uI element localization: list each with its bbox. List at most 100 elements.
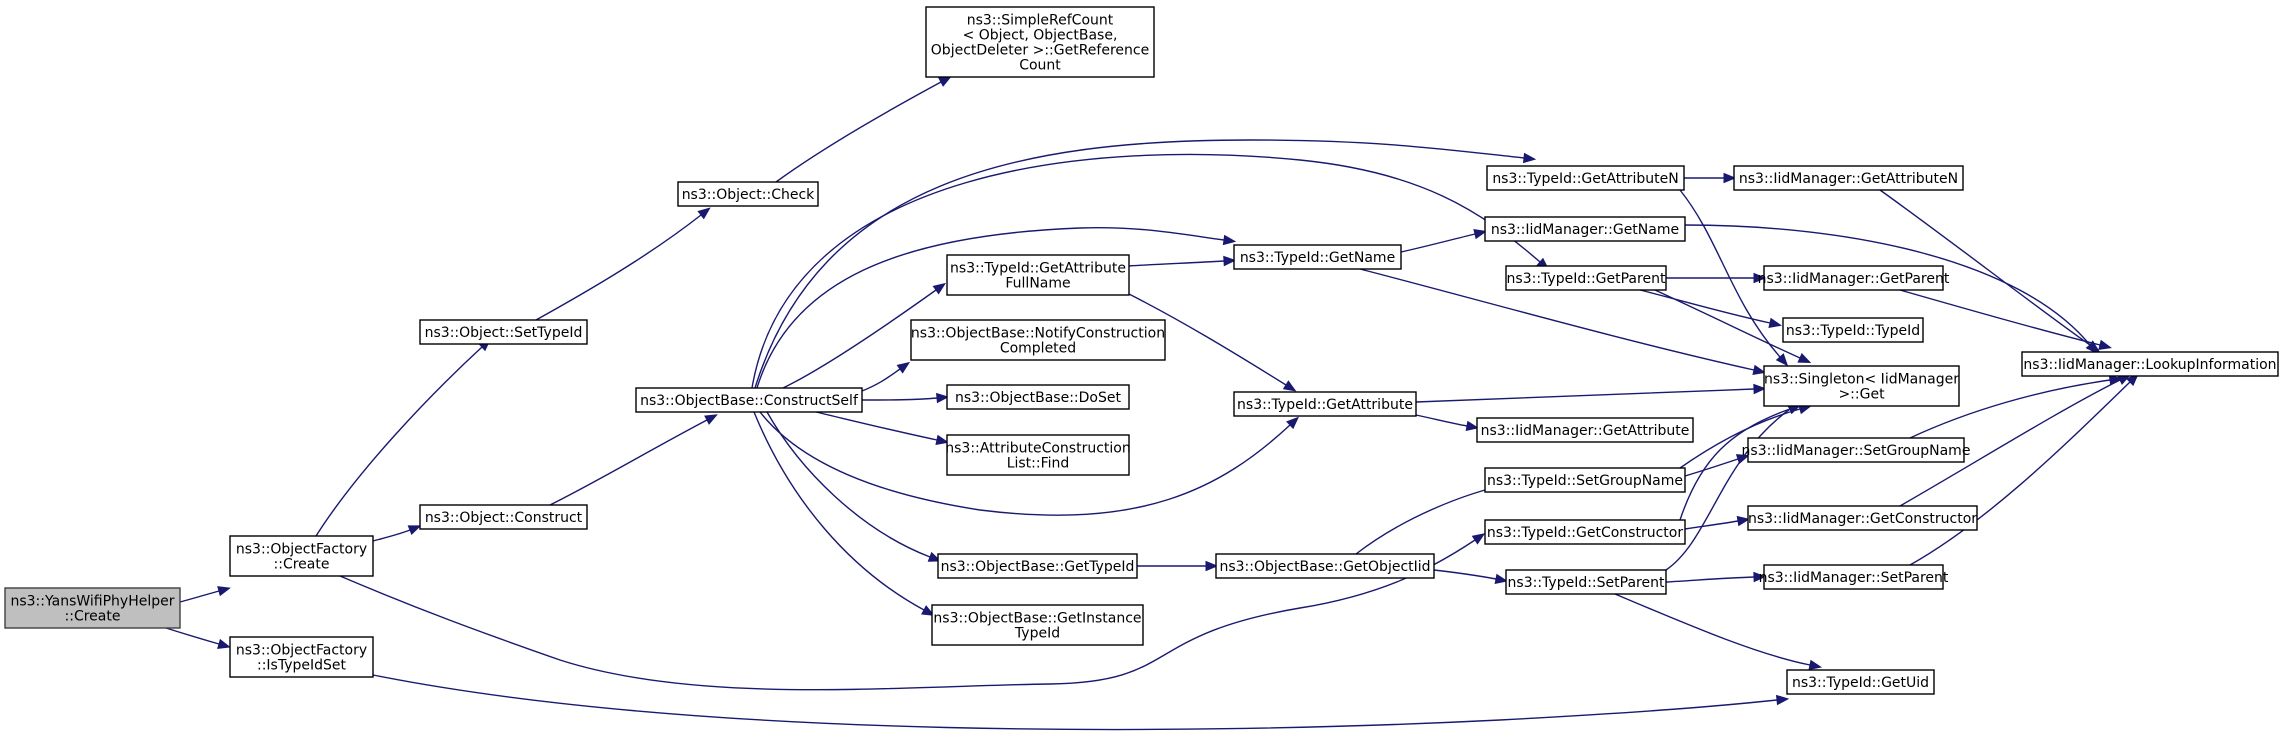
node-tid-setgroupname[interactable]: ns3::TypeId::SetGroupName <box>1484 467 1686 493</box>
node-label: ns3::YansWifiPhyHelper <box>10 594 174 610</box>
arrowhead <box>1473 229 1487 240</box>
node-iid-getattribute[interactable]: ns3::IidManager::GetAttribute <box>1476 417 1694 443</box>
arrowhead <box>217 638 231 649</box>
edge-tid_getattribute-to-singleton_get <box>1415 383 1767 403</box>
node-of-create[interactable]: ns3::ObjectFactory::Create <box>229 535 374 577</box>
node-obj-construct[interactable]: ns3::Object::Construct <box>419 504 588 530</box>
arrowhead <box>407 525 422 536</box>
arrowhead <box>1775 353 1789 367</box>
node-obj-check[interactable]: ns3::Object::Check <box>677 181 819 207</box>
edge-tid_getparent-to-iid_getparent <box>1666 272 1767 284</box>
node-tid-setparent[interactable]: ns3::TypeId::SetParent <box>1505 569 1667 595</box>
node-tid-typeid[interactable]: ns3::TypeId::TypeId <box>1782 317 1924 343</box>
node-label: ns3::TypeId::GetAttribute <box>1237 397 1413 413</box>
arrowhead <box>1736 515 1751 527</box>
node-label: ns3::AttributeConstruction <box>945 441 1130 457</box>
node-label: ns3::IidManager::GetParent <box>1758 271 1950 287</box>
edge-tid_getconstructor-to-iid_getconstructor <box>1684 515 1751 530</box>
edge-tid_getattribute-to-iid_getattribute <box>1415 414 1480 432</box>
arrowhead <box>938 76 952 87</box>
node-label: ns3::TypeId::GetAttribute <box>950 261 1126 277</box>
arrowhead <box>704 414 718 425</box>
node-label: ns3::IidManager::SetParent <box>1759 570 1949 586</box>
arrowhead <box>1223 255 1237 267</box>
node-ob-constructself[interactable]: ns3::ObjectBase::ConstructSelf <box>635 387 863 413</box>
arrowhead <box>896 361 911 374</box>
edge-ob_gettypeid-to-ob_getobjectiid <box>1136 560 1219 572</box>
node-label: ns3::TypeId::SetParent <box>1508 575 1665 591</box>
edge-tid_getparent-to-tid_typeid <box>1639 289 1783 329</box>
node-ob-gettypeid[interactable]: ns3::ObjectBase::GetTypeId <box>937 553 1138 579</box>
node-iid-setgroupname[interactable]: ns3::IidManager::SetGroupName <box>1742 437 1971 463</box>
node-iid-lookup[interactable]: ns3::IidManager::LookupInformation <box>2021 351 2279 377</box>
node-refcount[interactable]: ns3::SimpleRefCount< Object, ObjectBase,… <box>925 6 1155 78</box>
node-label: ns3::TypeId::GetConstructor <box>1487 525 1683 541</box>
node-label: ns3::TypeId::SetGroupName <box>1487 473 1683 489</box>
node-tid-getattributen[interactable]: ns3::TypeId::GetAttributeN <box>1486 165 1685 191</box>
node-label: Count <box>1019 58 1061 74</box>
node-label: TypeId <box>1014 626 1060 642</box>
arrowhead <box>1205 560 1219 572</box>
node-tid-getattribute[interactable]: ns3::TypeId::GetAttribute <box>1233 391 1417 417</box>
edge-of_istypeidset-to-tid_getuid <box>372 674 1790 731</box>
arrowhead <box>1494 573 1509 585</box>
node-label: ns3::ObjectBase::NotifyConstruction <box>911 326 1165 342</box>
node-label: FullName <box>1005 276 1070 292</box>
edge-tid_getname-to-iid_getname <box>1400 229 1487 253</box>
edge-ob_constructself-to-tid_getname <box>756 227 1237 389</box>
arrowhead <box>697 207 711 220</box>
node-ob-doset[interactable]: ns3::ObjectBase::DoSet <box>946 384 1130 410</box>
edge-tid_getparent-to-singleton_get <box>1654 289 1812 364</box>
edge-root-to-of_istypeidset <box>165 627 231 649</box>
node-tid-getuid[interactable]: ns3::TypeId::GetUid <box>1786 669 1935 695</box>
node-iid-getname[interactable]: ns3::IidManager::GetName <box>1484 216 1686 242</box>
node-iid-getconstructor[interactable]: ns3::IidManager::GetConstructor <box>1747 505 1978 531</box>
edge-tid_getattrfullname-to-tid_getname <box>1128 255 1237 267</box>
edge-iid_getconstructor-to-iid_lookup <box>1899 374 2132 507</box>
node-label: ns3::Object::Check <box>682 187 815 203</box>
node-obj-settypeid[interactable]: ns3::Object::SetTypeId <box>419 319 588 345</box>
arrowhead <box>1522 152 1537 164</box>
edge-ob_constructself-to-ob_doset <box>861 392 950 404</box>
node-label: ns3::TypeId::GetParent <box>1507 271 1666 287</box>
node-label: ns3::TypeId::GetUid <box>1792 675 1929 691</box>
arrowhead <box>1797 353 1812 364</box>
edge-tid_getattributen-to-singleton_get <box>1679 189 1789 367</box>
node-tid-getconstructor[interactable]: ns3::TypeId::GetConstructor <box>1484 519 1686 545</box>
node-ob-getobjectiid[interactable]: ns3::ObjectBase::GetObjectIid <box>1215 553 1435 579</box>
edge-of_create-to-tid_getconstructor <box>339 533 1486 691</box>
node-label: List::Find <box>1007 456 1070 472</box>
node-singleton-get[interactable]: ns3::Singleton< IidManager >::Get <box>1763 365 1960 407</box>
node-label: ::Create <box>65 609 121 625</box>
node-iid-setparent[interactable]: ns3::IidManager::SetParent <box>1759 564 1949 590</box>
node-root[interactable]: ns3::YansWifiPhyHelper::Create <box>4 587 181 629</box>
arrowhead <box>1222 234 1237 246</box>
node-of-istypeidset[interactable]: ns3::ObjectFactory::IsTypeIdSet <box>229 636 374 678</box>
edge-iid_getparent-to-iid_lookup <box>1899 289 2112 350</box>
edge-iid_getname-to-iid_lookup <box>1684 224 2098 355</box>
arrowhead <box>1286 416 1300 430</box>
node-tid-getparent[interactable]: ns3::TypeId::GetParent <box>1505 265 1667 291</box>
edge-ob_constructself-to-ob_getinstance <box>753 411 935 616</box>
arrowhead <box>217 586 231 597</box>
edge-ob_constructself-to-tid_getattributen <box>754 139 1537 389</box>
arrowhead <box>1282 380 1297 392</box>
edge-ob_constructself-to-tid_getattribute <box>759 411 1300 516</box>
node-iid-getattributen[interactable]: ns3::IidManager::GetAttributeN <box>1733 165 1964 191</box>
node-ob-notify[interactable]: ns3::ObjectBase::NotifyConstructionCompl… <box>910 319 1166 361</box>
node-label: ns3::SimpleRefCount <box>967 13 1114 29</box>
arrowhead <box>1753 272 1767 284</box>
edge-obj_check-to-refcount <box>775 76 952 183</box>
call-edges <box>165 76 2139 731</box>
node-iid-getparent[interactable]: ns3::IidManager::GetParent <box>1758 265 1950 291</box>
node-label: ns3::IidManager::LookupInformation <box>2023 357 2276 373</box>
edge-tid_setparent-to-iid_setparent <box>1665 571 1767 583</box>
node-label: Completed <box>1000 341 1076 357</box>
arrowhead <box>1471 533 1486 545</box>
node-tid-getname[interactable]: ns3::TypeId::GetName <box>1233 244 1402 270</box>
edge-ob_getobjectiid-to-tid_setparent <box>1433 569 1509 585</box>
node-label: ns3::Object::Construct <box>425 510 583 526</box>
